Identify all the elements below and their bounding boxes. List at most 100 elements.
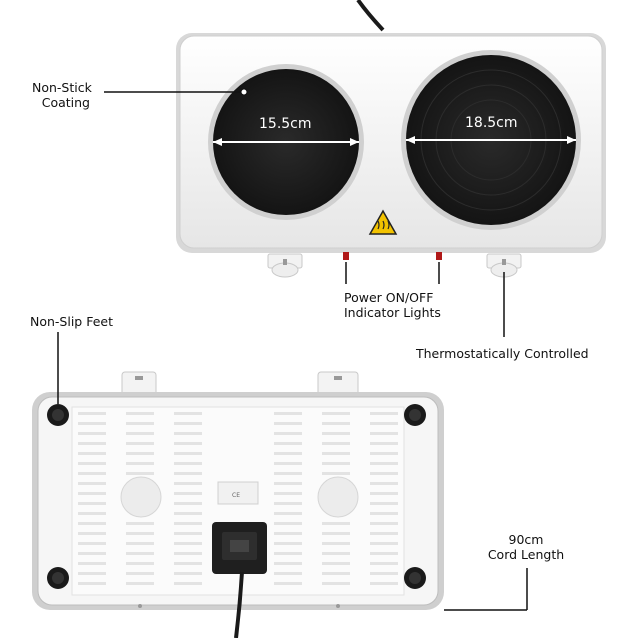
arrow-right-icon xyxy=(350,138,359,146)
vent-slot xyxy=(274,452,302,455)
vent-slot xyxy=(174,532,202,535)
vent-slot xyxy=(174,482,202,485)
vent-slot xyxy=(78,452,106,455)
vent-slot xyxy=(322,552,350,555)
vent-slot xyxy=(126,432,154,435)
thermostat-callout: Thermostatically Controlled xyxy=(416,346,589,361)
vent-slot xyxy=(126,442,154,445)
vent-slot xyxy=(370,512,398,515)
vent-slot xyxy=(174,502,202,505)
vent-slot xyxy=(78,482,106,485)
vent-slot xyxy=(370,442,398,445)
vent-slot xyxy=(274,502,302,505)
vent-slot xyxy=(78,522,106,525)
power-cord-bottom xyxy=(234,571,244,638)
vent-slot xyxy=(78,442,106,445)
vent-slot xyxy=(174,552,202,555)
power-callout: Power ON/OFF Indicator Lights xyxy=(344,290,441,320)
vent-slot xyxy=(126,542,154,545)
vent-slot xyxy=(370,542,398,545)
vent-slot xyxy=(126,582,154,585)
vent-slot xyxy=(274,412,302,415)
vent-slot xyxy=(274,442,302,445)
hob-top-view xyxy=(176,33,606,278)
vent-slot xyxy=(274,482,302,485)
vent-slot xyxy=(174,542,202,545)
non-slip-foot xyxy=(404,404,426,426)
thermostat-knob-left xyxy=(267,253,303,278)
vent-slot xyxy=(78,542,106,545)
vent-slot xyxy=(78,412,106,415)
vent-slot xyxy=(78,562,106,565)
vent-slot xyxy=(78,512,106,515)
ventilation-slots xyxy=(78,412,398,585)
vent-slot xyxy=(322,532,350,535)
vent-slot xyxy=(322,582,350,585)
vent-slot xyxy=(370,462,398,465)
vent-slot xyxy=(274,432,302,435)
vent-slot xyxy=(322,572,350,575)
vent-slot xyxy=(174,512,202,515)
vent-slot xyxy=(174,562,202,565)
vent-slot xyxy=(126,422,154,425)
small-plate-diameter: 15.5cm xyxy=(259,116,312,132)
vent-slot xyxy=(274,572,302,575)
vent-slot xyxy=(174,412,202,415)
vent-slot xyxy=(126,572,154,575)
vent-slot xyxy=(274,522,302,525)
vent-slot xyxy=(126,472,154,475)
vent-slot xyxy=(126,462,154,465)
leader-dot xyxy=(240,88,248,96)
vent-slot xyxy=(370,522,398,525)
arrow-left-icon xyxy=(406,136,415,144)
vent-slot xyxy=(126,552,154,555)
screw xyxy=(336,604,340,608)
vent-slot xyxy=(78,532,106,535)
vent-slot xyxy=(322,432,350,435)
callout-line: Coating xyxy=(41,95,90,110)
vent-slot xyxy=(322,462,350,465)
vent-slot xyxy=(274,492,302,495)
screw xyxy=(138,604,142,608)
vent-slot xyxy=(370,582,398,585)
vent-slot xyxy=(274,512,302,515)
vent-slot xyxy=(174,442,202,445)
vent-slot xyxy=(370,502,398,505)
ce-mark: CE xyxy=(232,492,240,499)
vent-slot xyxy=(274,422,302,425)
thermostat-knob-right xyxy=(486,253,522,278)
vent-slot xyxy=(370,472,398,475)
feet-callout: Non-Slip Feet xyxy=(30,314,114,329)
vent-slot xyxy=(322,562,350,565)
arrow-right-icon xyxy=(567,136,576,144)
hob-bottom-view: CE xyxy=(32,371,444,638)
vent-slot xyxy=(174,472,202,475)
vent-slot xyxy=(370,572,398,575)
vent-slot xyxy=(126,562,154,565)
cord-callout: 90cm Cord Length xyxy=(478,532,574,562)
vent-slot xyxy=(322,472,350,475)
vent-slot xyxy=(78,462,106,465)
vent-slot xyxy=(370,452,398,455)
base-pad-left xyxy=(120,476,162,518)
vent-slot xyxy=(78,552,106,555)
vent-slot xyxy=(78,472,106,475)
vent-slot xyxy=(370,492,398,495)
vent-slot xyxy=(174,582,202,585)
callout-line: Cord Length xyxy=(487,547,565,562)
vent-slot xyxy=(126,532,154,535)
vent-slot xyxy=(322,412,350,415)
vent-slot xyxy=(274,532,302,535)
callout-line: 90cm xyxy=(508,532,544,547)
vent-slot xyxy=(174,452,202,455)
vent-slot xyxy=(126,452,154,455)
vent-slot xyxy=(370,482,398,485)
callout-line: Indicator Lights xyxy=(344,305,441,320)
vent-slot xyxy=(370,432,398,435)
vent-slot xyxy=(322,422,350,425)
vent-slot xyxy=(78,432,106,435)
callout-line: Non-Stick xyxy=(32,80,92,95)
vent-slot xyxy=(78,502,106,505)
power-cord-top xyxy=(356,0,385,32)
vent-slot xyxy=(174,422,202,425)
